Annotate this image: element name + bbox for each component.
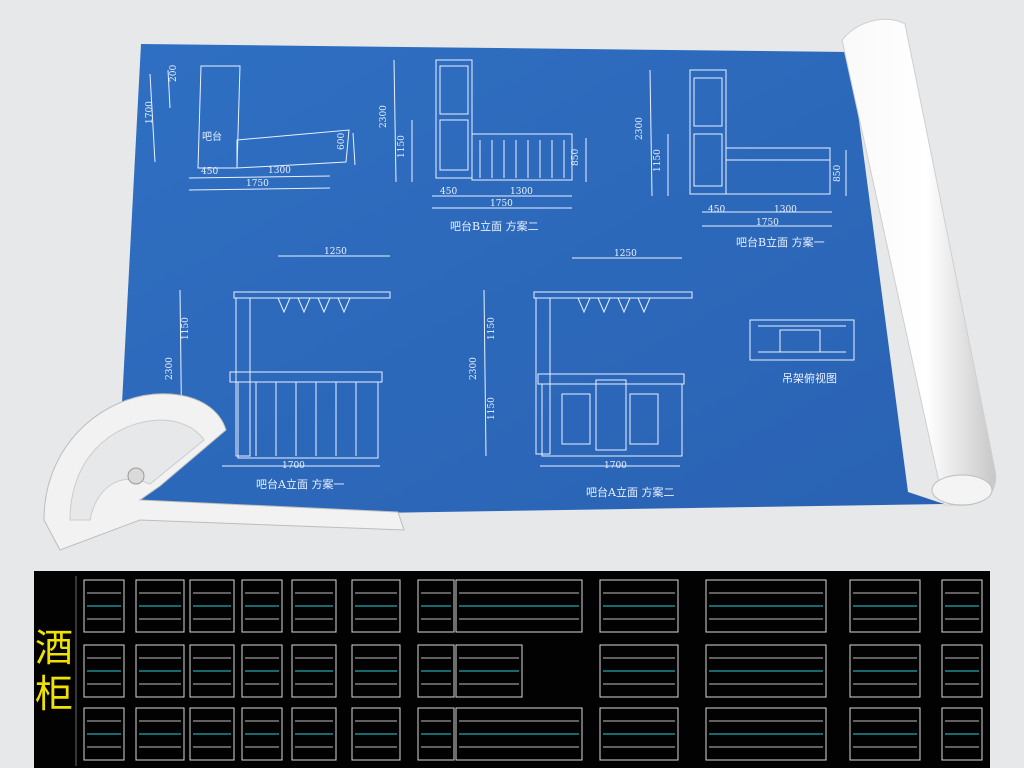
cad-thumbnail [705, 707, 827, 761]
plan-label: 吧台 [202, 130, 222, 143]
cad-thumbnail [417, 644, 455, 698]
cad-thumbnail [455, 707, 583, 761]
drawing-elevation-a1 [179, 255, 391, 467]
cad-thumbnail [849, 644, 921, 698]
cad-thumbnail [189, 707, 235, 761]
cad-thumbnail [455, 579, 583, 633]
thumbnail-grid [83, 579, 983, 761]
cad-thumbnail [599, 707, 679, 761]
cad-thumbnail [291, 644, 337, 698]
thumbnails-title-text: 酒柜 [34, 626, 73, 716]
cad-thumbnail [941, 644, 983, 698]
drawing-caption: 吧台B立面 方案二 [450, 219, 539, 233]
protractor [43, 393, 405, 551]
cad-thumbnail [83, 644, 125, 698]
drawing-elevation-b1-labels: 2300 1150 450 1300 1750 850 吧台B立面 方案一 [635, 117, 843, 249]
dim-text: 850 [571, 149, 581, 166]
cad-thumbnail [241, 707, 283, 761]
dim-text: 2300 [165, 357, 175, 380]
dim-text: 1150 [397, 135, 407, 158]
cad-thumbnail [135, 644, 185, 698]
dim-text: 450 [440, 187, 457, 197]
cad-thumbnail [705, 579, 827, 633]
drawing-elevation-b2-labels: 2300 1150 450 1300 1750 850 吧台B立面 方案二 [379, 105, 581, 233]
drawing-plan-hanger [749, 319, 855, 361]
cad-thumbnail [135, 579, 185, 633]
dim-text: 1300 [268, 166, 291, 176]
cad-thumbnail [241, 644, 283, 698]
dim-text: 850 [833, 165, 843, 182]
cad-thumbnail [291, 707, 337, 761]
cad-thumbnail [291, 579, 337, 633]
cad-thumbnail [135, 707, 185, 761]
cad-thumbnail [849, 707, 921, 761]
cad-thumbnail [351, 644, 401, 698]
cad-thumbnail [241, 579, 283, 633]
dim-text: 1150 [487, 317, 497, 340]
dim-text: 1250 [614, 249, 637, 259]
cad-thumbnail [189, 644, 235, 698]
cad-thumbnail [189, 579, 235, 633]
cad-thumbnail [941, 707, 983, 761]
dim-text: 2300 [635, 117, 645, 140]
dim-text: 1750 [246, 179, 269, 189]
dim-text: 2300 [379, 105, 389, 128]
dim-text: 450 [708, 205, 725, 215]
drawing-elevation-b1 [649, 69, 847, 227]
dim-text: 200 [169, 65, 179, 82]
plan-caption: 吊架俯视图 [782, 371, 837, 385]
dim-text: 1150 [181, 317, 191, 340]
cad-thumbnail [83, 579, 125, 633]
blueprint-paper [116, 44, 944, 517]
drawing-elevation-a2 [483, 257, 693, 467]
cad-thumbnail [705, 644, 827, 698]
thumbnail-strip [34, 571, 990, 768]
dim-text: 1700 [282, 461, 305, 471]
dim-text: 2300 [469, 357, 479, 380]
paper-roll [841, 18, 997, 506]
cad-thumbnail [455, 644, 523, 698]
drawing-elevation-a2-labels: 1250 1150 2300 1150 1700 吧台A立面 方案二 [469, 249, 674, 499]
drawing-caption: 吧台A立面 方案二 [586, 485, 674, 499]
cad-thumbnail [417, 579, 455, 633]
dim-text: 600 [337, 133, 347, 150]
drawing-elevation-a1-labels: 1250 1150 2300 1700 吧台A立面 方案一 [165, 247, 347, 491]
dim-text: 1750 [756, 218, 779, 228]
cad-thumbnail [351, 579, 401, 633]
drawing-caption: 吧台A立面 方案一 [256, 477, 344, 491]
cad-thumbnail [849, 579, 921, 633]
cad-thumbnail [941, 579, 983, 633]
drawing-caption: 吧台B立面 方案一 [736, 235, 825, 249]
cad-thumbnail [417, 707, 455, 761]
drawing-plan-top-left-labels: 200 1700 450 1300 1750 600 吧台 [145, 65, 347, 189]
cad-thumbnail [83, 707, 125, 761]
dim-text: 1700 [604, 461, 627, 471]
dim-text: 1250 [324, 247, 347, 257]
cad-thumbnail [599, 644, 679, 698]
dim-text: 1300 [510, 187, 533, 197]
dim-text: 1300 [774, 205, 797, 215]
drawing-plan-top-left [149, 65, 356, 191]
dim-text: 1750 [490, 199, 513, 209]
dim-text: 1150 [487, 397, 497, 420]
dim-text: 450 [201, 167, 218, 177]
dim-text: 1150 [653, 149, 663, 172]
thumbnails-title: 酒柜 [34, 625, 74, 717]
dim-text: 1700 [145, 101, 155, 124]
drawing-elevation-b2 [393, 59, 587, 209]
cad-thumbnail [351, 707, 401, 761]
cad-thumbnail [599, 579, 679, 633]
